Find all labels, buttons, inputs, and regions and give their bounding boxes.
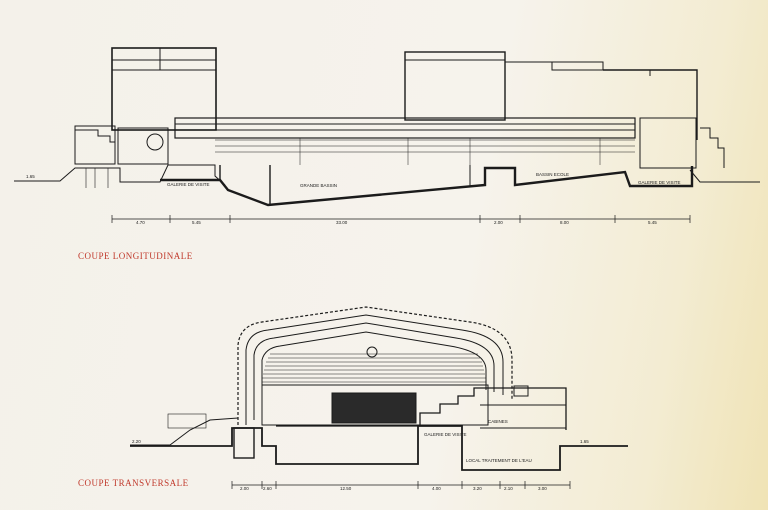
ground-line xyxy=(14,164,226,186)
stage-block xyxy=(331,392,417,424)
left-stands xyxy=(74,125,116,165)
label-level-left-t: 2.20 xyxy=(132,439,141,444)
tdim-2: 2.60 xyxy=(263,486,272,491)
right-tower xyxy=(404,51,506,121)
label-level-left: 1.65 xyxy=(26,174,35,179)
label-grand-bassin: GRANDE BASSIN xyxy=(300,183,337,188)
label-cabines: CABINES xyxy=(488,419,508,424)
dim-4: 2.00 xyxy=(494,220,503,225)
caption-longitudinal: COUPE LONGITUDINALE xyxy=(78,251,193,261)
label-galerie-t: GALERIE DE VISITE xyxy=(424,432,467,437)
label-galerie-left: GALERIE DE VISITE xyxy=(167,182,210,187)
right-stands xyxy=(419,387,567,430)
tdim-7: 3.00 xyxy=(538,486,547,491)
dim-2: 5.45 xyxy=(192,220,201,225)
roof-emblem xyxy=(366,346,378,358)
label-galerie-right: GALERIE DE VISITE xyxy=(638,180,681,185)
label-bassin-ecole: BASSIN ECOLE xyxy=(536,172,569,177)
left-tower xyxy=(111,47,217,131)
dim-6: 5.45 xyxy=(648,220,657,225)
tdim-3: 12.50 xyxy=(340,486,352,491)
tdim-4: 4.00 xyxy=(432,486,441,491)
basin-profile xyxy=(160,166,694,207)
tdim-5: 3.20 xyxy=(473,486,482,491)
longitudinal-section xyxy=(14,47,760,223)
transversal-ground xyxy=(130,425,628,471)
dim-5: 8.00 xyxy=(560,220,569,225)
label-traitement: LOCAL TRAITEMENT DE L'EAU xyxy=(466,458,532,463)
tdim-1: 2.00 xyxy=(240,486,249,491)
label-level-right-t: 1.65 xyxy=(580,439,589,444)
dim-3: 33.00 xyxy=(336,220,348,225)
caption-transversal: COUPE TRANSVERSALE xyxy=(78,478,189,488)
right-stands xyxy=(639,117,697,169)
transversal-section xyxy=(130,306,628,489)
roof-slab xyxy=(174,117,636,139)
tdim-6: 2.10 xyxy=(504,486,513,491)
dim-1: 4.70 xyxy=(136,220,145,225)
